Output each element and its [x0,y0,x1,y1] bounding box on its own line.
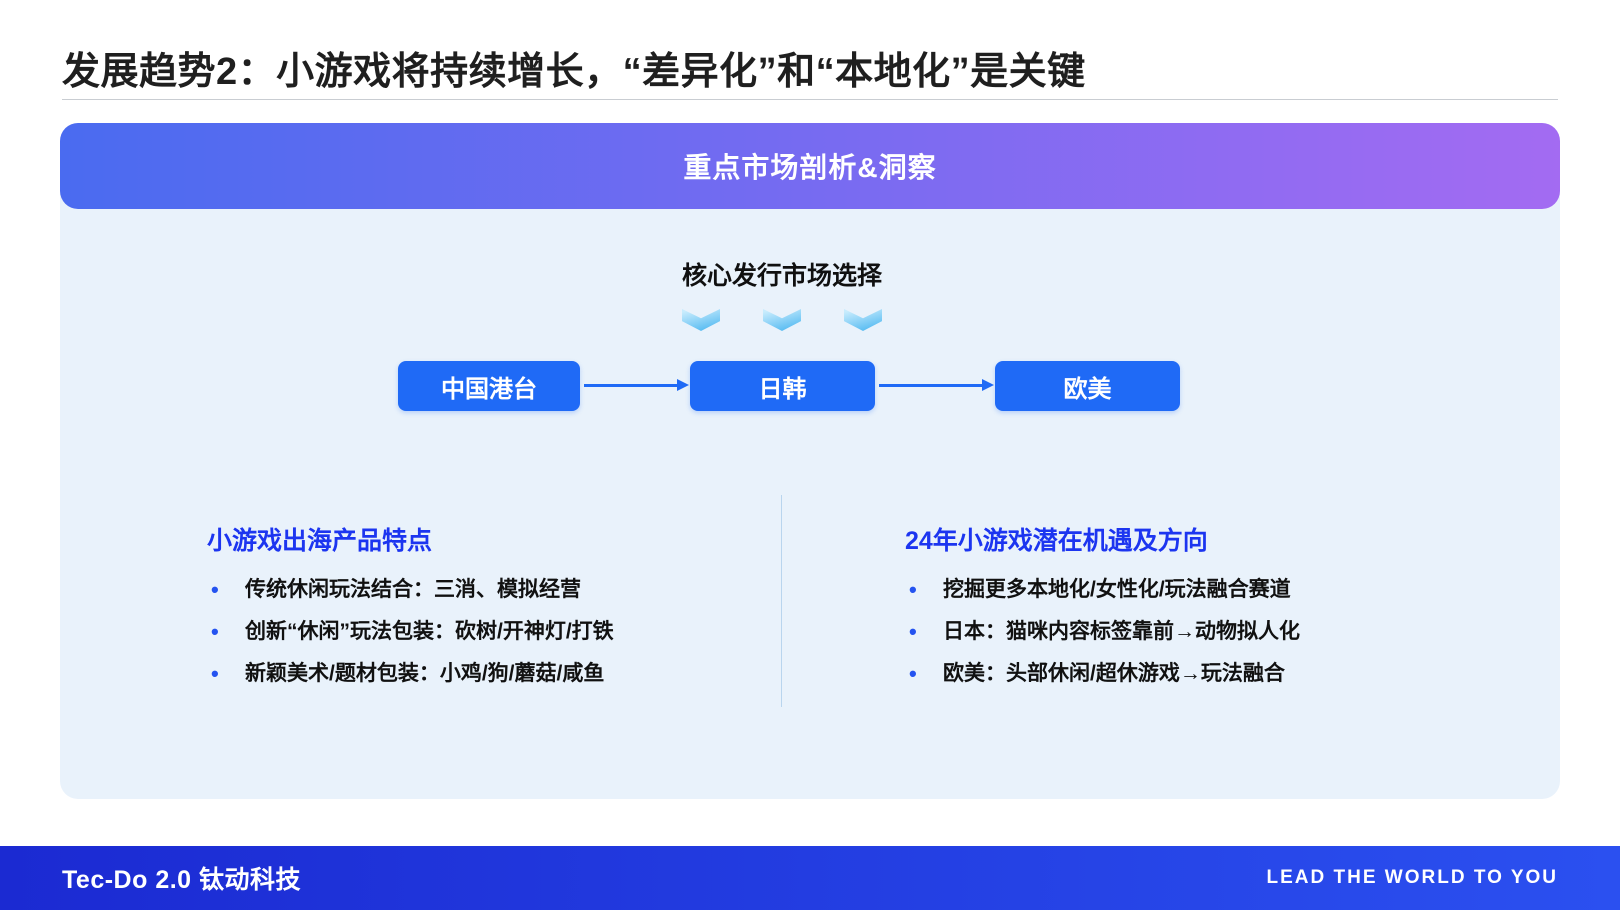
down-arrow-icon [844,309,882,331]
title-divider [62,99,1558,100]
footer-bar: Tec-Do 2.0 钛动科技 LEAD THE WORLD TO YOU [0,846,1620,910]
bullet-item: 创新“休闲”玩法包装：砍树/开神灯/打铁 [207,611,614,653]
bullet-item: 日本：猫咪内容标签靠前→动物拟人化 [905,611,1300,653]
brand-logo: Tec-Do 2.0 钛动科技 [62,866,302,894]
content-card: 重点市场剖析&洞察 核心发行市场选择 中国港台 日韩 欧美 小游戏出海产品特点 … [60,123,1560,799]
market-box-china-hk-tw: 中国港台 [398,361,580,411]
diagram-title: 核心发行市场选择 [681,262,882,290]
section-banner: 重点市场剖析&洞察 [60,123,1560,209]
market-box-western: 欧美 [995,361,1180,411]
down-arrow-icon [682,309,720,331]
down-arrow-icon [763,309,801,331]
bullet-item: 传统休闲玩法结合：三消、模拟经营 [207,569,614,611]
left-bullet-list: 传统休闲玩法结合：三消、模拟经营 创新“休闲”玩法包装：砍树/开神灯/打铁 新颖… [207,569,614,695]
left-column-title: 小游戏出海产品特点 [207,527,433,555]
slide-title: 发展趋势2：小游戏将持续增长，“差异化”和“本地化”是关键 [62,51,1086,93]
section-banner-title: 重点市场剖析&洞察 [683,152,937,183]
bullet-item: 新颖美术/题材包装：小鸡/狗/蘑菇/咸鱼 [207,653,614,695]
flow-arrow-icon [879,379,994,391]
right-bullet-list: 挖掘更多本地化/女性化/玩法融合赛道 日本：猫咪内容标签靠前→动物拟人化 欧美：… [905,569,1300,695]
right-column-title: 24年小游戏潜在机遇及方向 [905,527,1208,555]
down-arrows-row [682,309,882,331]
bullet-item: 挖掘更多本地化/女性化/玩法融合赛道 [905,569,1300,611]
flow-arrow-icon [584,379,689,391]
bullet-item: 欧美：头部休闲/超休游戏→玩法融合 [905,653,1300,695]
content-panel [60,123,1560,799]
footer-slogan: LEAD THE WORLD TO YOU [1266,867,1558,888]
market-box-japan-korea: 日韩 [690,361,875,411]
column-divider [781,495,782,707]
